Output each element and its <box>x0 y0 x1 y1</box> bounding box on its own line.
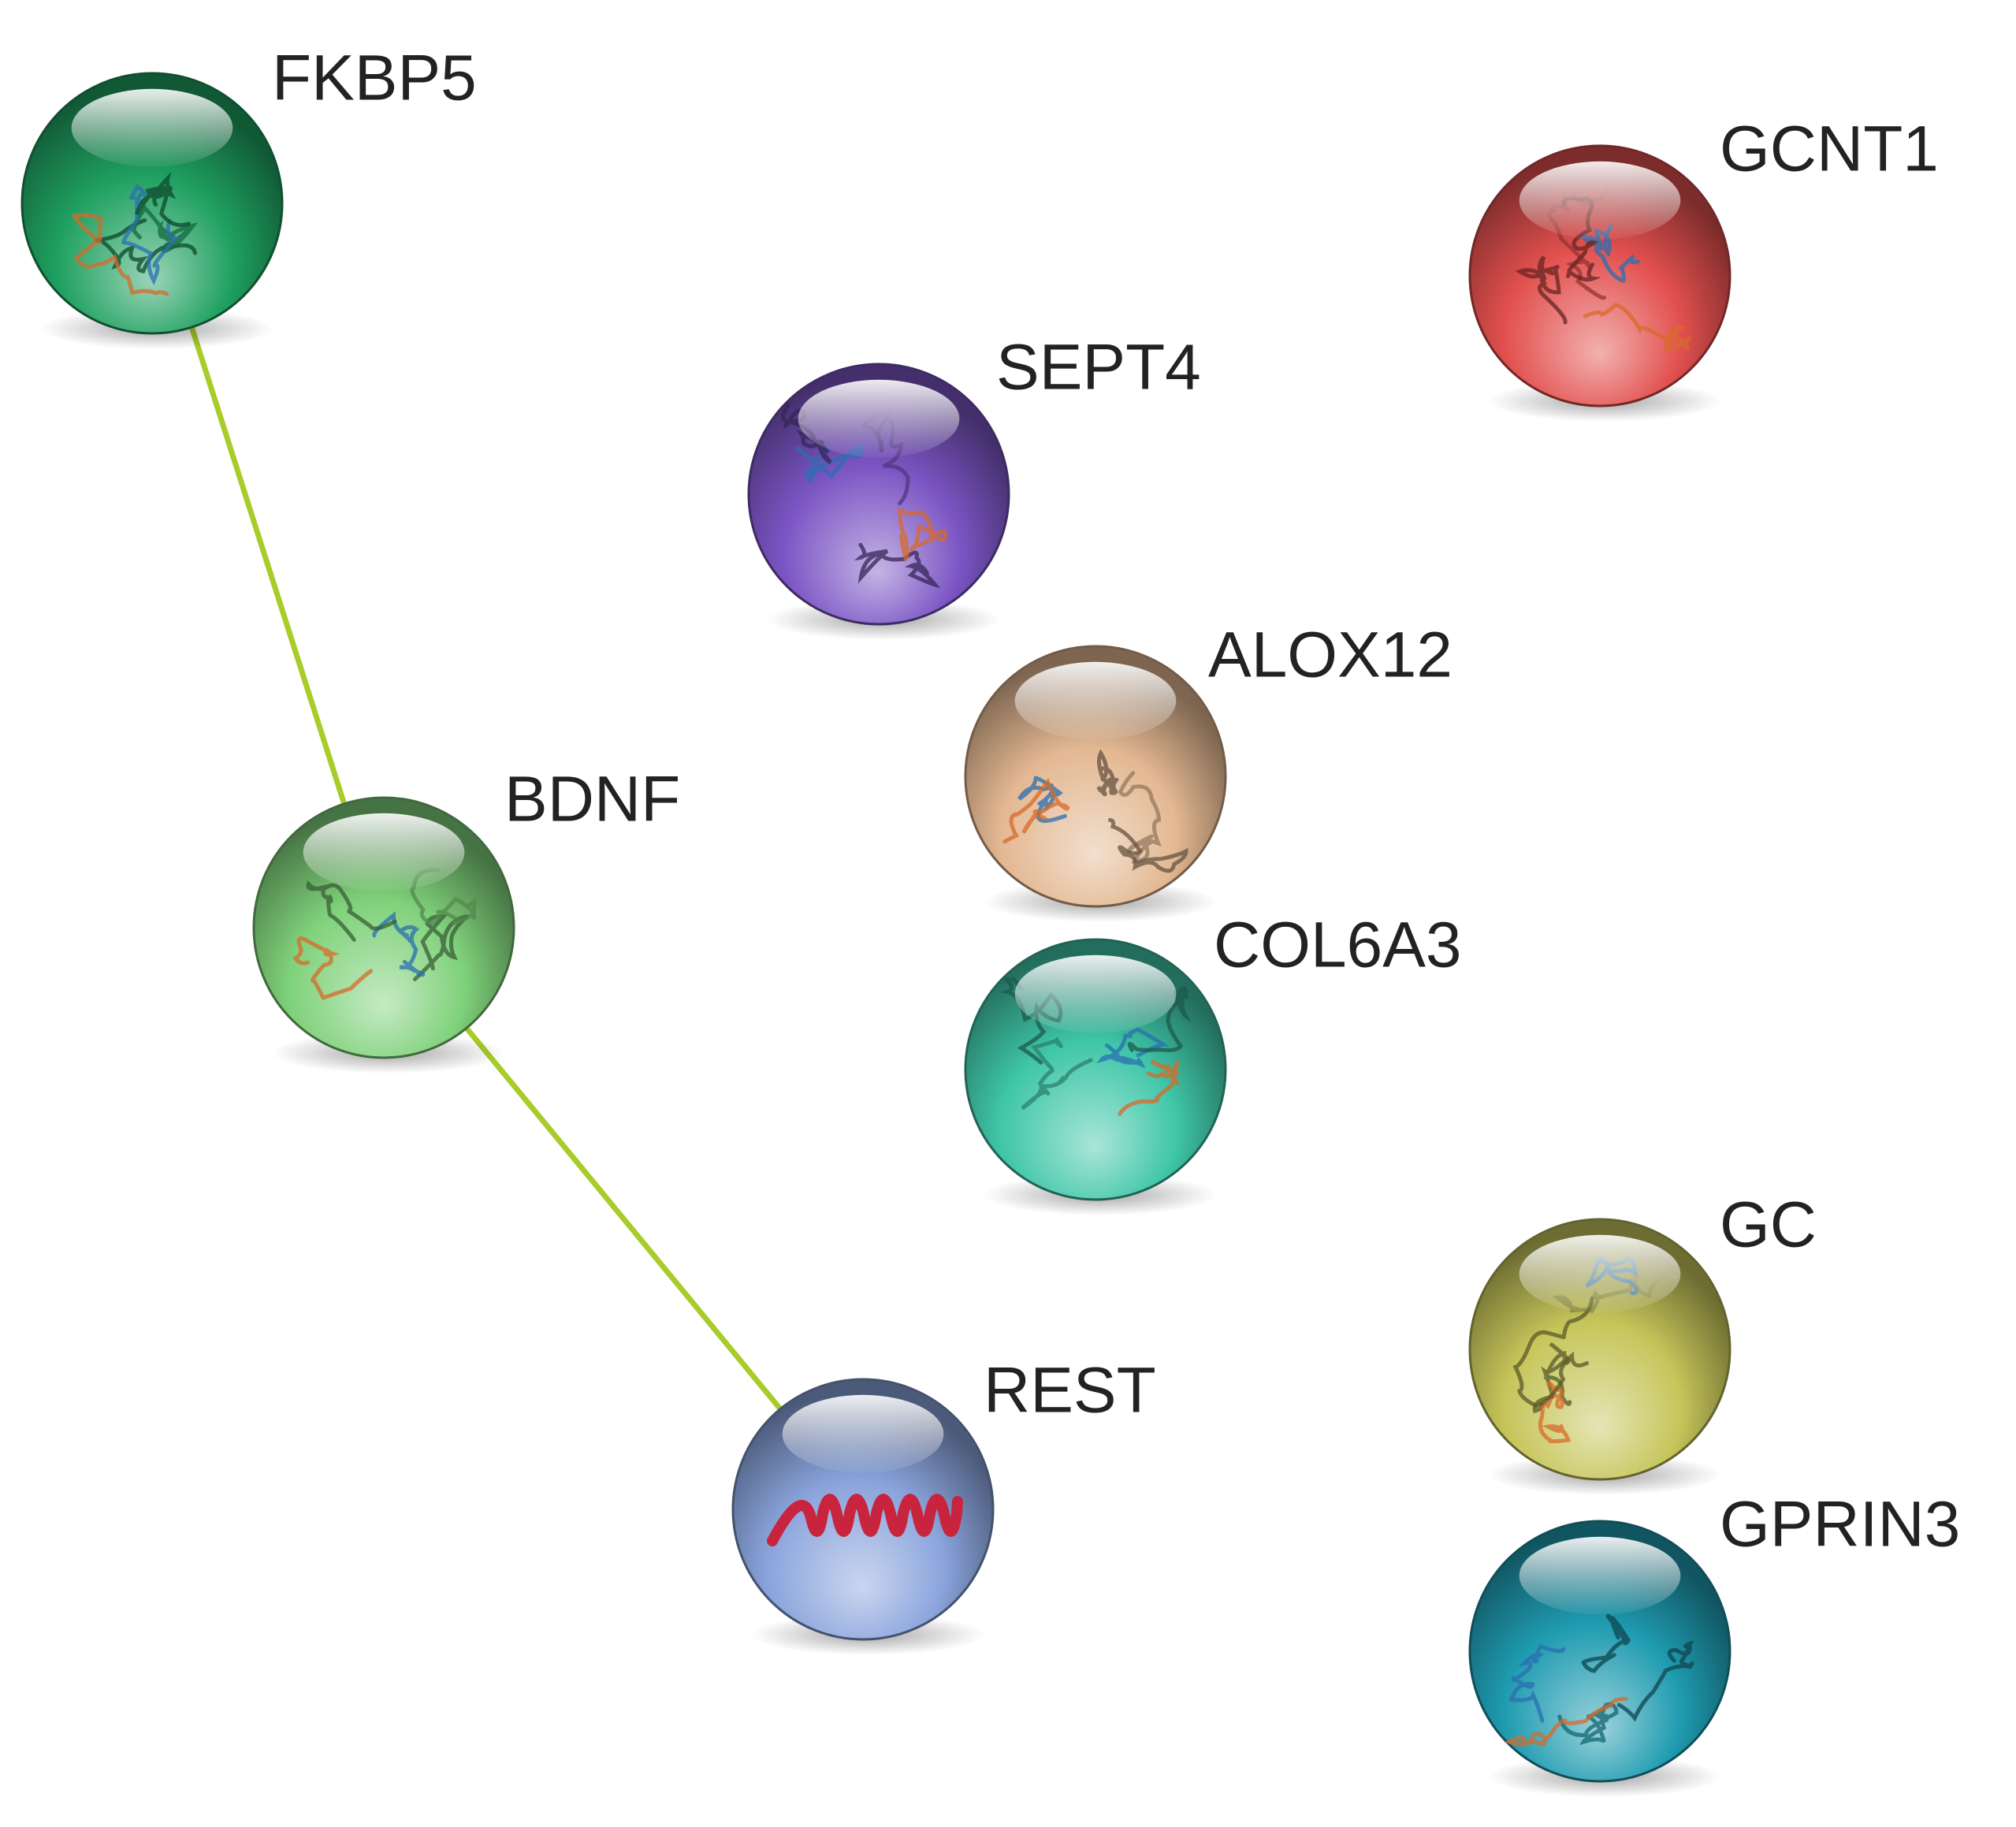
node-gloss <box>303 813 465 891</box>
node-gloss <box>1519 1234 1681 1313</box>
protein-structure-icon <box>1504 1613 1694 1747</box>
protein-structure-icon <box>71 172 199 296</box>
node-gloss <box>798 379 960 458</box>
node-label-col6a3: COL6A3 <box>1214 910 1462 981</box>
node-label-gcnt1: GCNT1 <box>1720 113 1939 185</box>
node-gloss <box>1014 954 1177 1033</box>
node-label-gc: GC <box>1720 1189 1817 1261</box>
node-label-alox12: ALOX12 <box>1208 620 1452 691</box>
edge-layer <box>187 318 787 1417</box>
node-col6a3[interactable]: COL6A3 <box>964 910 1462 1215</box>
helix-structure-icon <box>767 1494 963 1546</box>
edge-bdnf-rest[interactable] <box>459 1020 787 1417</box>
node-label-bdnf: BDNF <box>504 764 680 835</box>
node-label-gprin3: GPRIN3 <box>1720 1489 1960 1561</box>
node-gloss <box>782 1394 944 1473</box>
edge-fkbp5-bdnf[interactable] <box>187 318 349 813</box>
node-gprin3[interactable]: GPRIN3 <box>1468 1489 1960 1797</box>
node-gloss <box>71 88 233 167</box>
node-gloss <box>1519 1536 1681 1615</box>
node-bdnf[interactable]: BDNF <box>252 764 680 1074</box>
protein-structure-icon <box>1002 749 1188 873</box>
node-gloss <box>1014 661 1177 740</box>
node-alox12[interactable]: ALOX12 <box>964 620 1452 922</box>
node-fkbp5[interactable]: FKBP5 <box>20 43 477 349</box>
node-label-rest: REST <box>984 1355 1156 1427</box>
node-sept4[interactable]: SEPT4 <box>747 332 1201 640</box>
protein-structure-icon <box>292 868 477 1001</box>
node-label-fkbp5: FKBP5 <box>272 43 477 114</box>
node-gloss <box>1519 161 1681 240</box>
node-rest[interactable]: REST <box>731 1355 1156 1655</box>
node-gc[interactable]: GC <box>1468 1189 1817 1495</box>
node-gcnt1[interactable]: GCNT1 <box>1468 113 1939 422</box>
node-label-sept4: SEPT4 <box>996 332 1201 404</box>
